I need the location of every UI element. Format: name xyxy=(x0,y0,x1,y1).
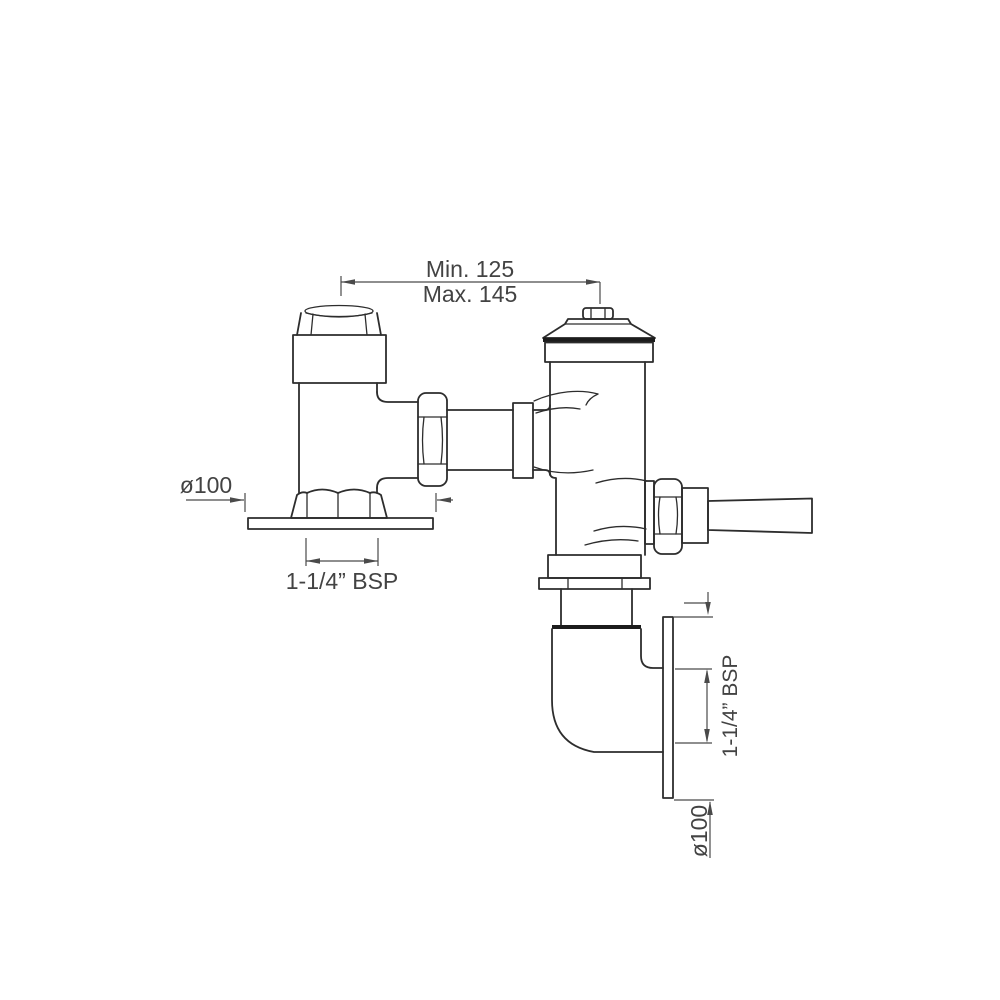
floor-flange-plate xyxy=(247,517,434,530)
dim-top-min-label: Min. 125 xyxy=(426,256,514,282)
dimension-right-plate-diameter: ø100 xyxy=(674,799,714,858)
flush-valve-top-button xyxy=(582,307,614,320)
flush-valve-inlet-collar xyxy=(512,402,534,479)
stop-valve-bonnet xyxy=(292,334,387,384)
lever-cylinder xyxy=(681,487,709,544)
left-diameter-label: ø100 xyxy=(180,472,232,498)
flush-valve-dome xyxy=(542,318,656,339)
dim-top-max-label: Max. 145 xyxy=(423,281,518,307)
outlet-flange-nut xyxy=(538,577,651,590)
right-thread-label: 1-1/4” BSP xyxy=(719,655,742,758)
dimension-left-plate-diameter: ø100 xyxy=(180,472,453,512)
flush-lever xyxy=(644,478,813,555)
dimension-right-outlet-thread: 1-1/4” BSP xyxy=(675,655,742,758)
dimension-top-center-distance: Min. 125 Max. 145 xyxy=(340,256,601,307)
stop-valve-base-nut xyxy=(290,488,388,519)
stop-valve xyxy=(247,304,434,530)
connecting-pipe xyxy=(446,409,514,471)
dimension-wall-plate-reference xyxy=(674,592,713,618)
dimension-left-inlet-thread: 1-1/4” BSP xyxy=(286,538,399,594)
flush-valve xyxy=(512,307,674,799)
outlet-elbow xyxy=(551,625,664,753)
wall-flange-plate xyxy=(662,616,674,799)
lever-handle xyxy=(707,497,813,534)
right-diameter-label: ø100 xyxy=(686,805,712,857)
union-nut xyxy=(417,392,448,487)
flush-valve-body xyxy=(549,361,557,556)
lever-collar xyxy=(644,480,655,545)
flush-valve-outlet-block xyxy=(547,554,642,579)
flush-valve-collar xyxy=(544,341,654,363)
left-thread-label: 1-1/4” BSP xyxy=(286,568,399,594)
